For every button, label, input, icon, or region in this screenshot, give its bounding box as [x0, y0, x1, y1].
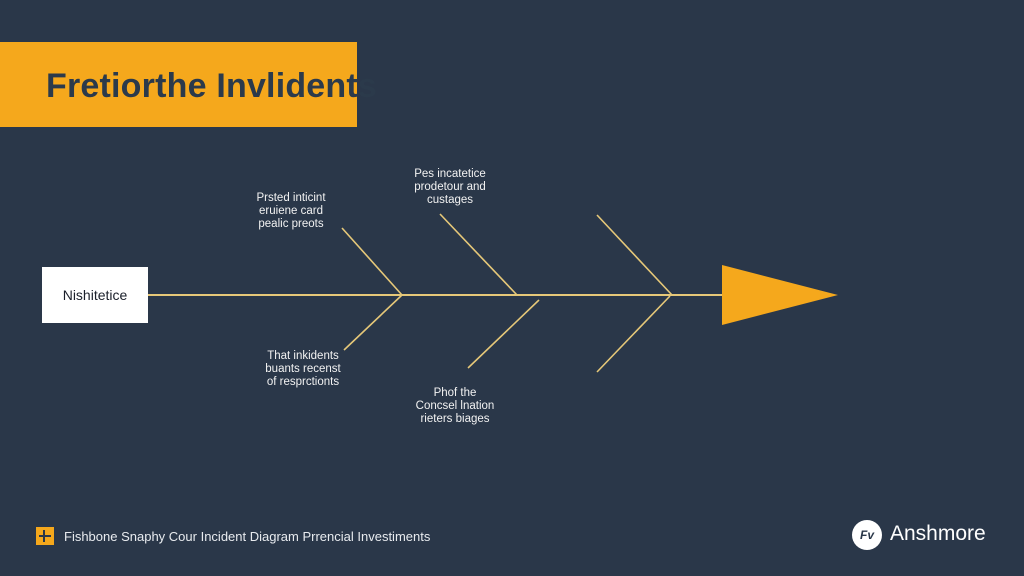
- bone-lower-2: [467, 299, 540, 369]
- cause-label-2: Pes incatetice prodetour and custages: [380, 168, 520, 207]
- bone-upper-3: [596, 214, 673, 296]
- cause-label-line: pealic preots: [258, 218, 324, 230]
- cause-label-line: Phof the: [433, 387, 477, 399]
- cause-label-line: prodetour and: [414, 181, 486, 193]
- cause-label-line: Pes incatetice: [414, 168, 486, 180]
- bone-upper-1: [341, 227, 403, 296]
- bone-upper-2: [439, 213, 518, 296]
- brand-name: Anshmore: [890, 522, 986, 545]
- bone-lower-3: [596, 295, 671, 373]
- effect-head-label: Nishitetice: [62, 287, 128, 303]
- effect-head-box: Nishitetice: [42, 267, 148, 323]
- cause-label-line: buants recenst: [265, 363, 341, 375]
- cause-label-line: That inkidents: [267, 350, 339, 362]
- cause-label-line: of resprctionts: [266, 376, 340, 388]
- cause-label-1: Prsted inticint eruiene card pealic preo…: [221, 192, 361, 231]
- title-band: [0, 42, 357, 127]
- grid-logo-icon: [36, 527, 54, 545]
- brand-logo-icon: Fv: [852, 520, 882, 550]
- cause-label-line: custages: [426, 194, 474, 206]
- cause-label-3: That inkidents buants recenst of resprct…: [233, 350, 373, 389]
- cause-label-4: Phof the Concsel lnation rieters biages: [385, 387, 525, 426]
- fish-head-arrow: [722, 265, 838, 325]
- cause-label-line: Prsted inticint: [256, 192, 326, 204]
- bone-lower-1: [343, 294, 403, 351]
- cause-label-line: rieters biages: [420, 413, 490, 425]
- footer-caption: Fishbone Snaphy Cour Incident Diagram Pr…: [64, 529, 431, 544]
- cause-label-line: eruiene card: [259, 205, 323, 217]
- cause-label-line: Concsel lnation: [415, 400, 495, 412]
- slide-title: Fretiorthe Invlidents: [46, 67, 378, 105]
